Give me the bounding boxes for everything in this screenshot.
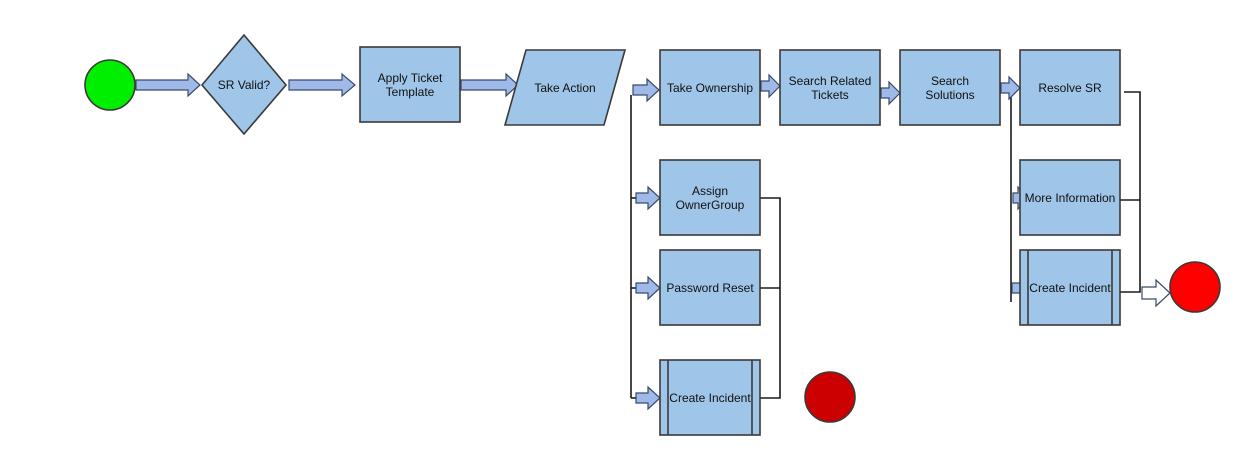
arrow-apply-template-to-take-action: [460, 72, 519, 98]
process-apply-ticket-template[interactable]: Apply Ticket Template: [359, 46, 461, 123]
subprocess-create-incident-right[interactable]: Create Incident: [1019, 249, 1121, 326]
arrow-ownership-to-search-related: [760, 73, 781, 99]
arrow-to-end: [1141, 278, 1171, 308]
start-event[interactable]: [84, 59, 136, 111]
create-incident-right-label: Create Incident: [1029, 281, 1111, 295]
connector-right-group-merge: [1120, 91, 1141, 293]
arrow-take-action-to-take-ownership: [632, 77, 660, 103]
process-search-related-tickets[interactable]: Search Related Tickets: [779, 49, 881, 126]
connector-left-group-merge: [760, 197, 781, 399]
connectors: [630, 91, 1141, 399]
arrow-to-password-reset: [635, 275, 661, 301]
arrow-to-assign-ownergroup: [635, 185, 661, 211]
search-related-tickets-label-line2: Tickets: [811, 88, 849, 102]
process-search-solutions[interactable]: Search Solutions: [899, 49, 1001, 126]
io-take-action[interactable]: Take Action: [503, 49, 627, 126]
take-ownership-label: Take Ownership: [667, 81, 753, 95]
decision-sr-valid[interactable]: SR Valid?: [200, 33, 288, 136]
take-action-label: Take Action: [534, 81, 595, 95]
subprocess-create-incident-left[interactable]: Create Incident: [659, 359, 761, 436]
arrow-to-create-incident-left: [635, 385, 661, 411]
arrow-sr-valid-to-apply-template: [288, 72, 356, 98]
decision-sr-valid-label: SR Valid?: [218, 78, 271, 92]
more-information-label: More Information: [1025, 191, 1116, 205]
create-incident-left-label: Create Incident: [669, 391, 751, 405]
arrow-search-solutions-to-resolve-sr: [1000, 75, 1021, 101]
assign-ownergroup-label-line1: Assign: [692, 184, 728, 198]
process-assign-ownergroup[interactable]: Assign OwnerGroup: [659, 159, 761, 236]
process-take-ownership[interactable]: Take Ownership: [659, 49, 761, 126]
resolve-sr-label: Resolve SR: [1038, 81, 1102, 95]
apply-ticket-template-label-line1: Apply Ticket: [378, 71, 443, 85]
process-more-information[interactable]: More Information: [1019, 159, 1121, 236]
arrow-start-to-sr-valid: [135, 72, 201, 98]
end-event-dark[interactable]: [804, 371, 856, 423]
search-related-tickets-label-line1: Search Related: [789, 74, 872, 88]
process-password-reset[interactable]: Password Reset: [659, 249, 761, 326]
search-solutions-label-line2: Solutions: [925, 88, 974, 102]
search-solutions-label-line1: Search: [931, 74, 969, 88]
assign-ownergroup-label-line2: OwnerGroup: [676, 198, 745, 212]
end-event[interactable]: [1169, 261, 1221, 313]
process-resolve-sr[interactable]: Resolve SR: [1019, 49, 1121, 126]
apply-ticket-template-label-line2: Template: [386, 85, 435, 99]
flow-arrows: [135, 72, 1171, 411]
arrow-search-related-to-search-solutions: [880, 80, 901, 106]
password-reset-label: Password Reset: [666, 281, 754, 295]
